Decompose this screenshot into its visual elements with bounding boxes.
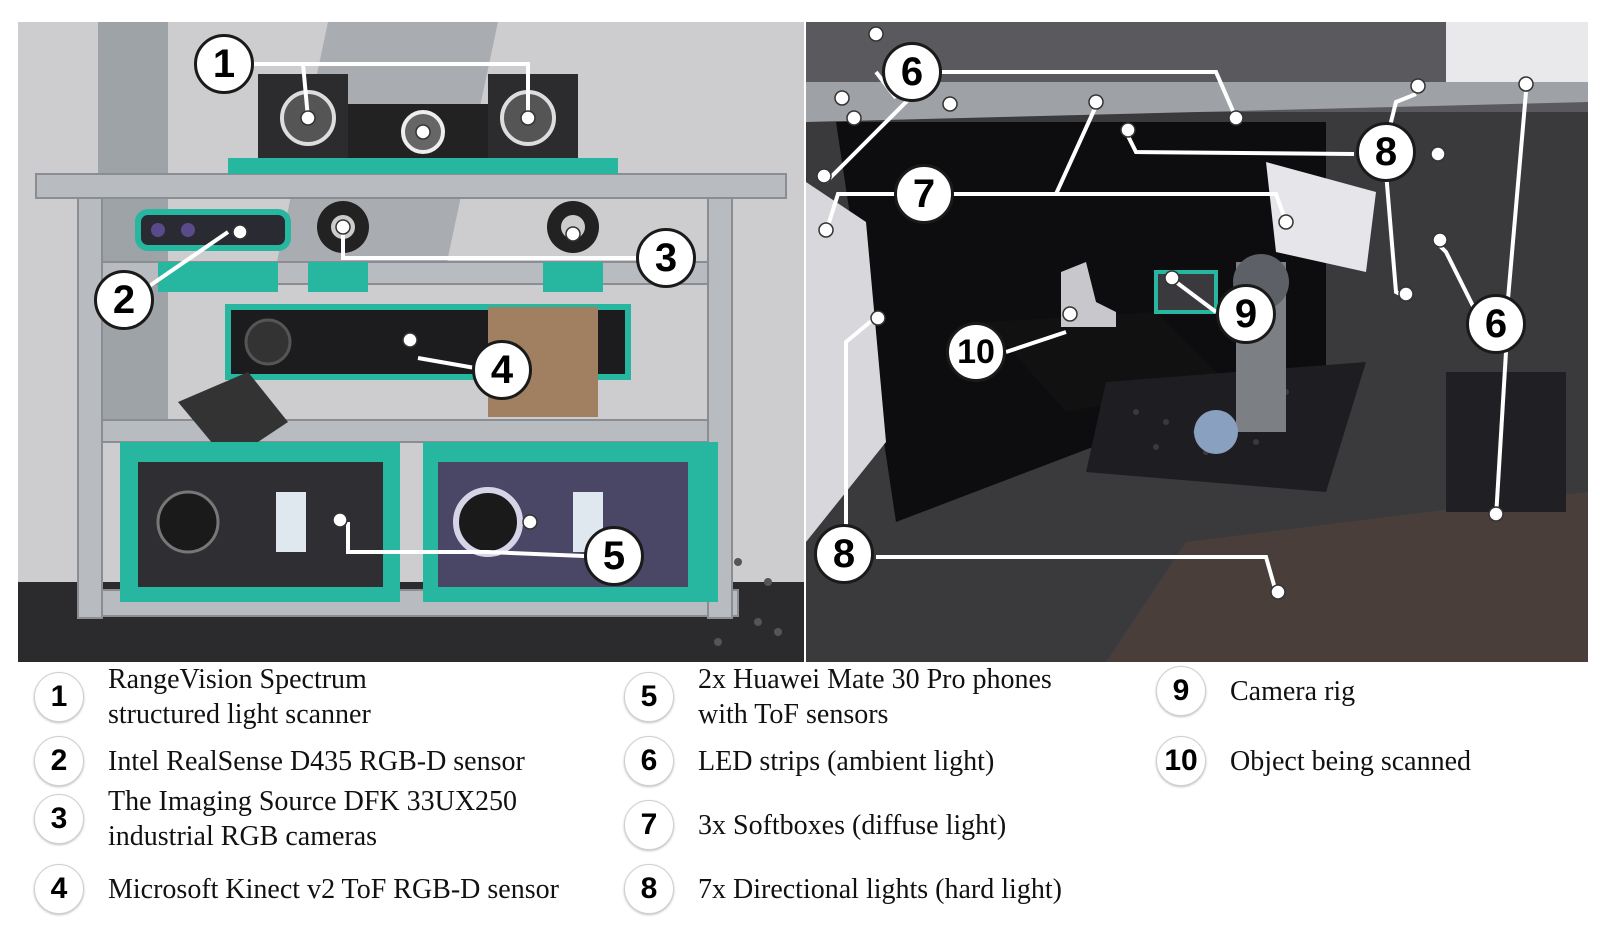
legend-item-6: 6 LED strips (ambient light) bbox=[624, 736, 994, 786]
legend-number: 3 bbox=[34, 794, 84, 844]
sensor-rig-illustration bbox=[18, 22, 804, 662]
legend-label: 7x Directional lights (hard light) bbox=[698, 873, 1062, 905]
callout-2: 2 bbox=[94, 270, 154, 330]
legend-number: 2 bbox=[34, 736, 84, 786]
callout-7: 7 bbox=[894, 164, 954, 224]
callout-9: 9 bbox=[1216, 284, 1276, 344]
legend-label: Intel RealSense D435 RGB-D sensor bbox=[108, 745, 525, 777]
callout-6-right: 6 bbox=[1466, 294, 1526, 354]
callout-6-top: 6 bbox=[882, 42, 942, 102]
callout-8-top: 8 bbox=[1356, 122, 1416, 182]
scanning-booth-illustration bbox=[806, 22, 1588, 662]
callout-3: 3 bbox=[636, 228, 696, 288]
legend-label: Microsoft Kinect v2 ToF RGB-D sensor bbox=[108, 873, 559, 905]
callout-8-bottom: 8 bbox=[814, 524, 874, 584]
callout-4: 4 bbox=[472, 340, 532, 400]
scanning-booth-photo: 6 7 8 6 9 10 8 bbox=[806, 22, 1588, 662]
legend-label: 3x Softboxes (diffuse light) bbox=[698, 809, 1007, 841]
legend-item-8: 8 7x Directional lights (hard light) bbox=[624, 864, 1062, 914]
sensor-rig-photo: 1 2 3 4 5 bbox=[18, 22, 804, 662]
callout-5: 5 bbox=[584, 526, 644, 586]
legend-label: Camera rig bbox=[1230, 675, 1356, 707]
legend-number: 9 bbox=[1156, 666, 1206, 716]
legend-item-2: 2 Intel RealSense D435 RGB-D sensor bbox=[34, 736, 525, 786]
legend-number: 10 bbox=[1156, 736, 1206, 786]
legend-item-4: 4 Microsoft Kinect v2 ToF RGB-D sensor bbox=[34, 864, 559, 914]
legend-number: 5 bbox=[624, 672, 674, 722]
legend-number: 4 bbox=[34, 864, 84, 914]
callout-10: 10 bbox=[946, 322, 1006, 382]
callout-1: 1 bbox=[194, 34, 254, 94]
legend-item-10: 10 Object being scanned bbox=[1156, 736, 1471, 786]
legend-number: 7 bbox=[624, 800, 674, 850]
legend-number: 8 bbox=[624, 864, 674, 914]
legend-label: Object being scanned bbox=[1230, 745, 1472, 777]
legend-label: LED strips (ambient light) bbox=[698, 745, 995, 777]
legend-item-7: 7 3x Softboxes (diffuse light) bbox=[624, 800, 1006, 850]
legend-number: 6 bbox=[624, 736, 674, 786]
legend-item-9: 9 Camera rig bbox=[1156, 666, 1355, 716]
legend-number: 1 bbox=[34, 672, 84, 722]
